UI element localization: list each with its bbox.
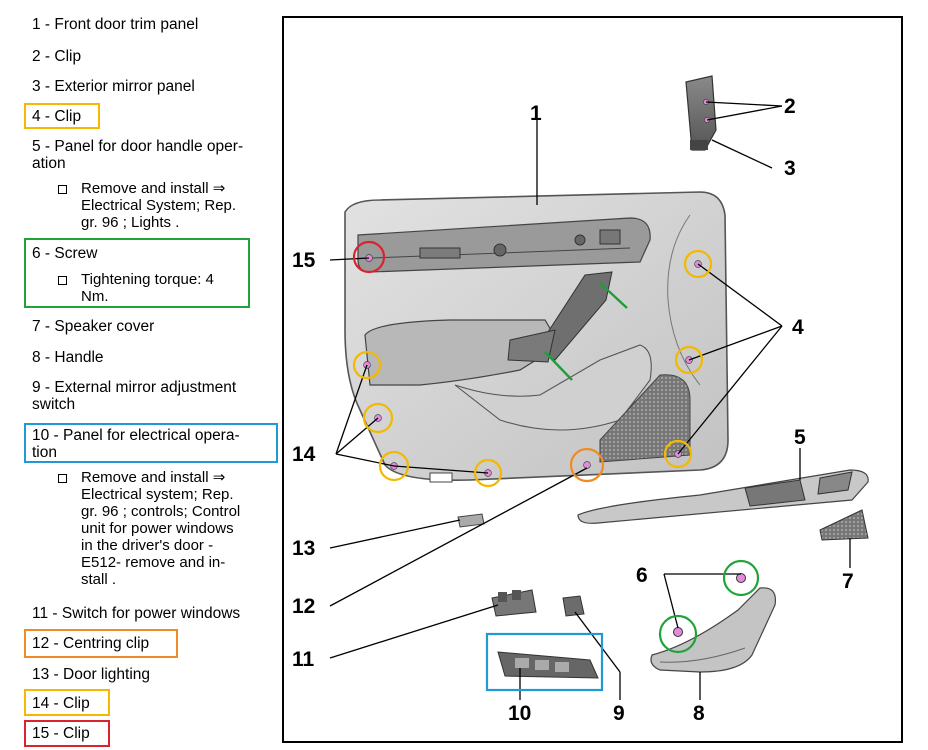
highlight-circle-14 bbox=[473, 458, 503, 488]
legend-item-9: 9 - External mirror adjustment switch bbox=[32, 379, 237, 413]
callout-numbers: 1 2 3 4 5 6 7 8 9 10 11 12 13 14 15 bbox=[292, 95, 854, 725]
green-pointer-lines bbox=[544, 282, 628, 381]
legend-subitem-5-text: Remove and install ⇒ Electrical System; … bbox=[81, 180, 237, 231]
highlight-circle-14 bbox=[362, 402, 394, 434]
callout-1: 1 bbox=[530, 102, 542, 125]
legend-subitem-10: Remove and install ⇒ Electrical system; … bbox=[58, 469, 282, 591]
electrical-operation-panel bbox=[497, 651, 599, 679]
legend-item-3: 3 - Exterior mirror panel bbox=[32, 78, 195, 95]
legend-item-12: 12 - Centring clip bbox=[32, 635, 150, 652]
highlight-circle-6 bbox=[658, 614, 698, 654]
callout-10: 10 bbox=[508, 702, 531, 725]
legend-highlight-15 bbox=[24, 720, 110, 747]
speaker-cover bbox=[819, 509, 869, 541]
callout-5: 5 bbox=[794, 426, 806, 449]
door-handle-panel bbox=[577, 469, 869, 524]
legend-item-13: 13 - Door lighting bbox=[32, 666, 151, 683]
legend-item-2: 2 - Clip bbox=[32, 48, 82, 65]
grab-handle bbox=[650, 587, 777, 673]
legend-item-10: 10 - Panel for electrical opera- tion bbox=[32, 427, 240, 461]
highlight-circle-14 bbox=[352, 350, 382, 380]
parts-legend: 1 - Front door trim panel 2 - Clip 3 - E… bbox=[0, 0, 282, 750]
callout-3: 3 bbox=[784, 157, 796, 180]
checkbox-bullet-icon bbox=[58, 276, 67, 285]
callout-11: 11 bbox=[292, 648, 315, 671]
mirror-adjust-switch bbox=[562, 595, 585, 617]
callout-12: 12 bbox=[292, 595, 315, 618]
checkbox-bullet-icon bbox=[58, 185, 67, 194]
leader-lines bbox=[329, 101, 851, 700]
callout-9: 9 bbox=[613, 702, 625, 725]
highlight-circle-14 bbox=[378, 450, 410, 482]
callout-7: 7 bbox=[842, 570, 854, 593]
legend-highlight-6 bbox=[24, 238, 250, 308]
legend-item-14: 14 - Clip bbox=[32, 695, 90, 712]
legend-item-1: 1 - Front door trim panel bbox=[32, 16, 199, 33]
highlight-circle-12 bbox=[569, 447, 605, 483]
callout-14: 14 bbox=[292, 443, 316, 466]
callout-15: 15 bbox=[292, 249, 316, 272]
door-trim-panel bbox=[344, 191, 729, 483]
callout-13: 13 bbox=[292, 537, 315, 560]
legend-subitem-6-text: Tightening torque: 4 Nm. bbox=[81, 271, 214, 305]
highlight-circle-6 bbox=[722, 559, 760, 597]
callout-4: 4 bbox=[792, 316, 804, 339]
legend-highlight-12 bbox=[24, 629, 178, 658]
callout-2: 2 bbox=[784, 95, 796, 118]
highlight-circle-4 bbox=[683, 249, 713, 279]
highlight-circle-4 bbox=[663, 439, 693, 469]
legend-item-4: 4 - Clip bbox=[32, 108, 82, 125]
legend-item-5: 5 - Panel for door handle oper- ation bbox=[32, 138, 244, 172]
legend-subitem-10-text: Remove and install ⇒ Electrical system; … bbox=[81, 469, 241, 588]
legend-item-11: 11 - Switch for power windows bbox=[32, 605, 241, 622]
highlight-box-10 bbox=[485, 632, 604, 692]
legend-highlight-14 bbox=[24, 689, 110, 716]
legend-item-7: 7 - Speaker cover bbox=[32, 318, 155, 335]
highlight-circles bbox=[352, 240, 760, 654]
legend-item-15: 15 - Clip bbox=[32, 725, 90, 742]
legend-item-6: 6 - Screw bbox=[32, 245, 98, 262]
legend-highlight-10 bbox=[24, 423, 278, 463]
legend-subitem-5: Remove and install ⇒ Electrical System; … bbox=[58, 180, 278, 234]
legend-highlight-4 bbox=[24, 103, 100, 129]
power-window-switch bbox=[491, 589, 537, 617]
checkbox-bullet-icon bbox=[58, 474, 67, 483]
callout-8: 8 bbox=[693, 702, 705, 725]
callout-6: 6 bbox=[636, 564, 648, 587]
legend-item-8: 8 - Handle bbox=[32, 349, 104, 366]
legend-subitem-6: Tightening torque: 4 Nm. bbox=[58, 271, 248, 307]
highlight-circle-15 bbox=[352, 240, 386, 274]
highlight-circle-4 bbox=[674, 345, 704, 375]
exterior-mirror-panel bbox=[685, 75, 717, 151]
